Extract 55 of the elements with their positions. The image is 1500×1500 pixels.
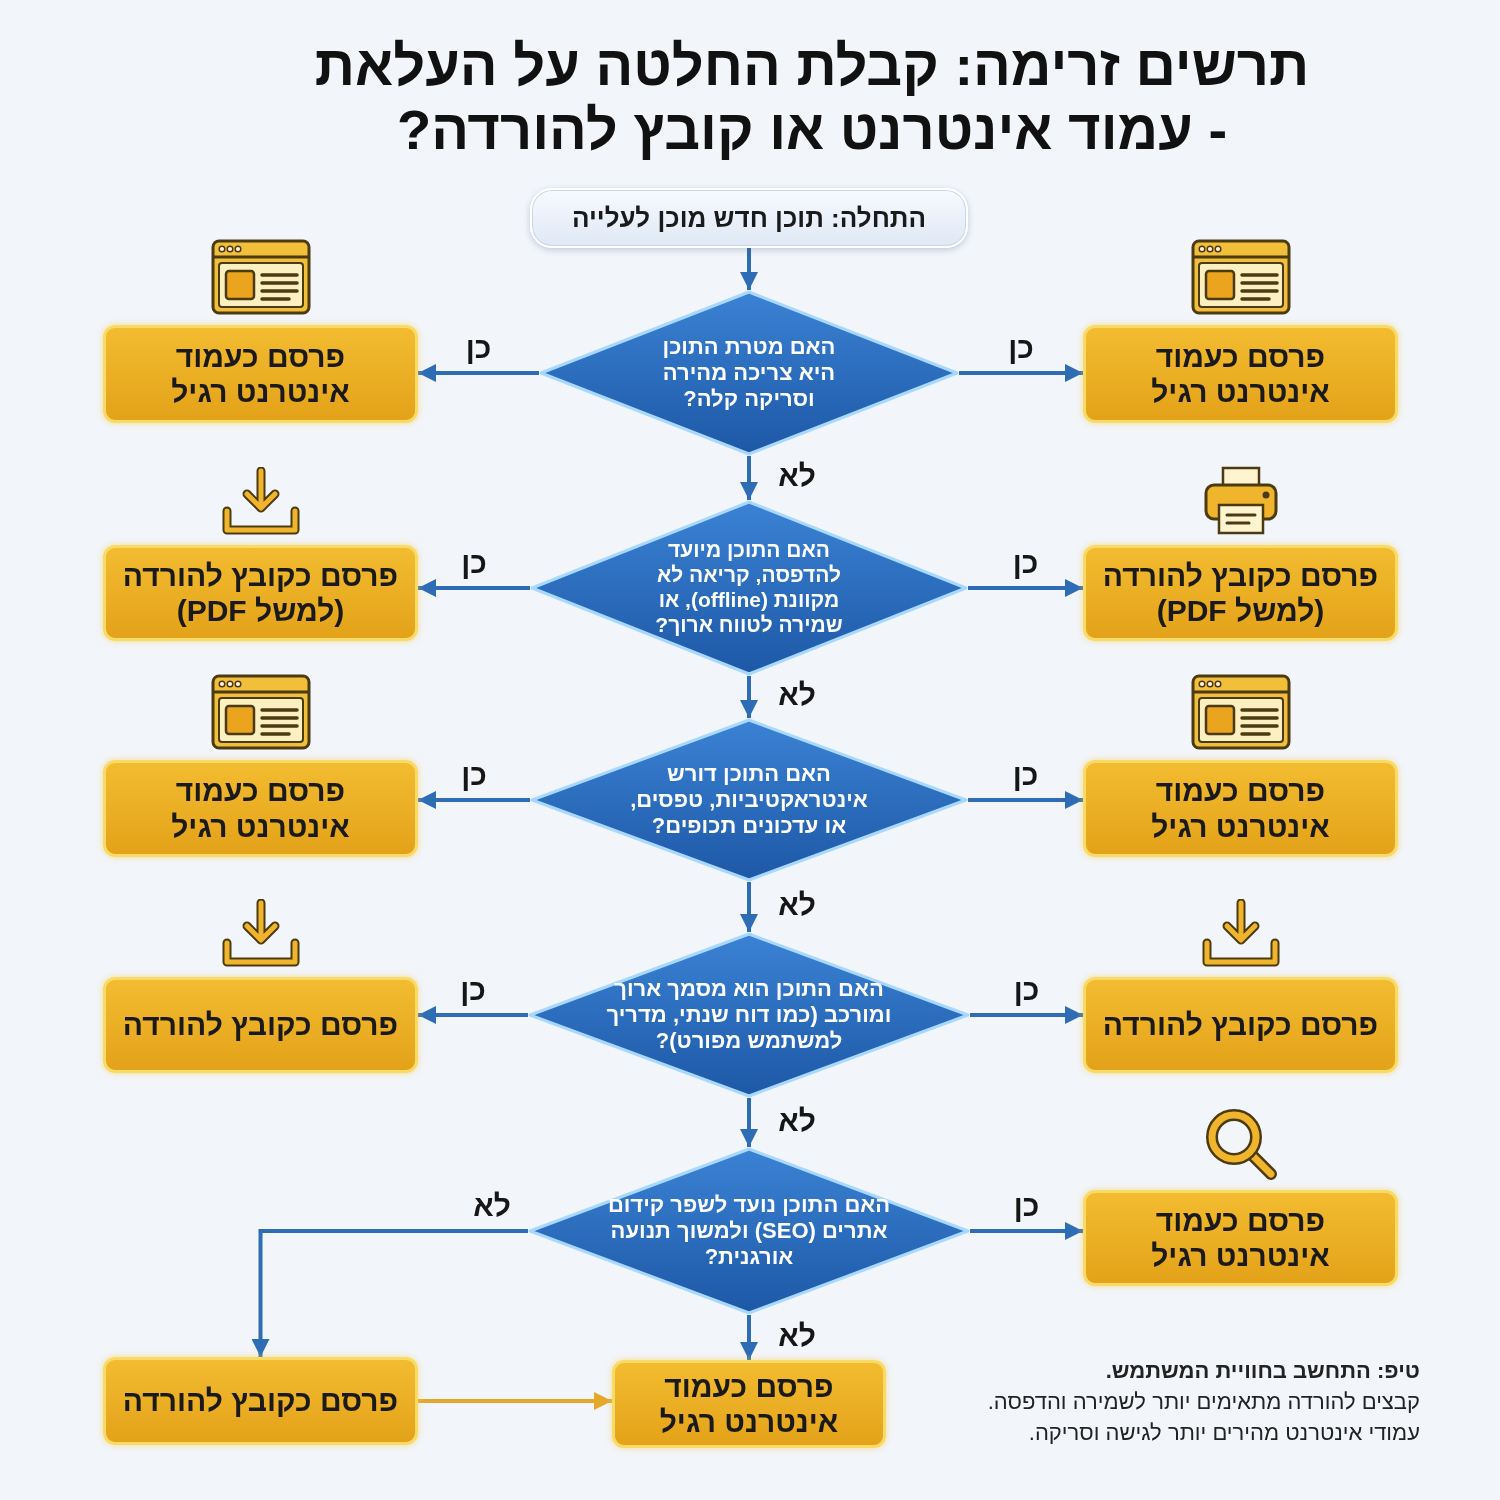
- decision-diamond: [539, 290, 959, 456]
- node-text: פרסם כקובץ להורדה (למשל PDF): [121, 557, 400, 629]
- arrow: [970, 1006, 1083, 1024]
- arrow: [968, 579, 1083, 597]
- node-text: פרסם כקובץ להורדה: [122, 1007, 399, 1043]
- action-box: [103, 760, 418, 857]
- action-box: [1083, 1190, 1398, 1286]
- node-text: פרסם כעמוד אינטרנט רגיל: [1150, 773, 1331, 844]
- action-box: [1083, 325, 1398, 423]
- action-box: [103, 977, 418, 1073]
- node-text: פרסם כעמוד אינטרנט רגיל: [658, 1368, 840, 1440]
- arrow: [970, 1222, 1083, 1240]
- node-text: פרסם כקובץ להורדה (למשל PDF): [1101, 557, 1380, 629]
- question-text: האם התוכן מיועד להדפסה, קריאה לא מקוונת (offline), או שמירה לטווח ארוך?: [654, 538, 844, 638]
- arrow: [959, 364, 1083, 382]
- node-text: פרסם כקובץ להורדה: [1102, 1007, 1379, 1043]
- node-text: פרסם כעמוד אינטרנט רגיל: [1150, 338, 1331, 410]
- arrow: [418, 1006, 528, 1024]
- arrow: [740, 248, 758, 290]
- node-text: התחלה: תוכן חדש מוכן לעלייה: [571, 202, 927, 234]
- arrow: [418, 1392, 612, 1410]
- node-text: פרסם כעמוד אינטרנט רגיל: [170, 338, 351, 410]
- start-terminal: [530, 188, 968, 248]
- arrow: [251, 1229, 528, 1357]
- decision-diamond: [530, 718, 968, 882]
- tip-text: קבצים להורדה מתאימים יותר לשמירה והדפסה.: [986, 1388, 1420, 1416]
- action-box: [1083, 760, 1398, 857]
- arrow: [740, 1098, 758, 1147]
- arrow: [740, 456, 758, 500]
- action-box: [612, 1360, 886, 1448]
- action-box: [1083, 977, 1398, 1073]
- decision-diamond: [528, 932, 970, 1098]
- arrow: [740, 676, 758, 718]
- arrow: [740, 882, 758, 932]
- action-box: [103, 325, 418, 423]
- decision-diamond: [528, 1147, 970, 1315]
- action-box: [1083, 545, 1398, 641]
- action-box: [103, 1357, 418, 1445]
- question-text: האם התוכן דורש אינטראקטיביות, טפסים, או עדכונים תכופים?: [629, 761, 869, 839]
- tip-text: עמודי אינטרנט מהירים יותר לגישה וסריקה.: [1027, 1419, 1420, 1447]
- decision-diamond: [530, 500, 968, 676]
- arrow: [418, 791, 530, 809]
- arrow: [740, 1315, 758, 1360]
- question-text: האם מטרת התוכן היא צריכה מהירה וסריקה קלה?: [661, 334, 837, 412]
- node-text: פרסם כעמוד אינטרנט רגיל: [170, 773, 351, 844]
- question-text: האם התוכן הוא מסמך ארוך ומורכב (כמו דוח שנתי, מדריך למשתמש מפורט)?: [605, 976, 893, 1054]
- arrow: [968, 791, 1083, 809]
- question-text: האם התוכן נועד לשפר קידום אתרים (SEO) ולמשוך תנועה אורגנית?: [606, 1192, 892, 1270]
- tip-heading: טיפ: התחשב בחוויית המשתמש.: [1104, 1357, 1420, 1385]
- arrow: [418, 579, 530, 597]
- arrow: [418, 364, 539, 382]
- node-text: פרסם כקובץ להורדה: [122, 1383, 399, 1419]
- node-text: פרסם כעמוד אינטרנט רגיל: [1150, 1202, 1331, 1274]
- title: תרשים זרימה: קבלת החלטה על העלאת - עמוד אינטרנט או קובץ להורדה?: [313, 34, 1311, 162]
- action-box: [103, 545, 418, 641]
